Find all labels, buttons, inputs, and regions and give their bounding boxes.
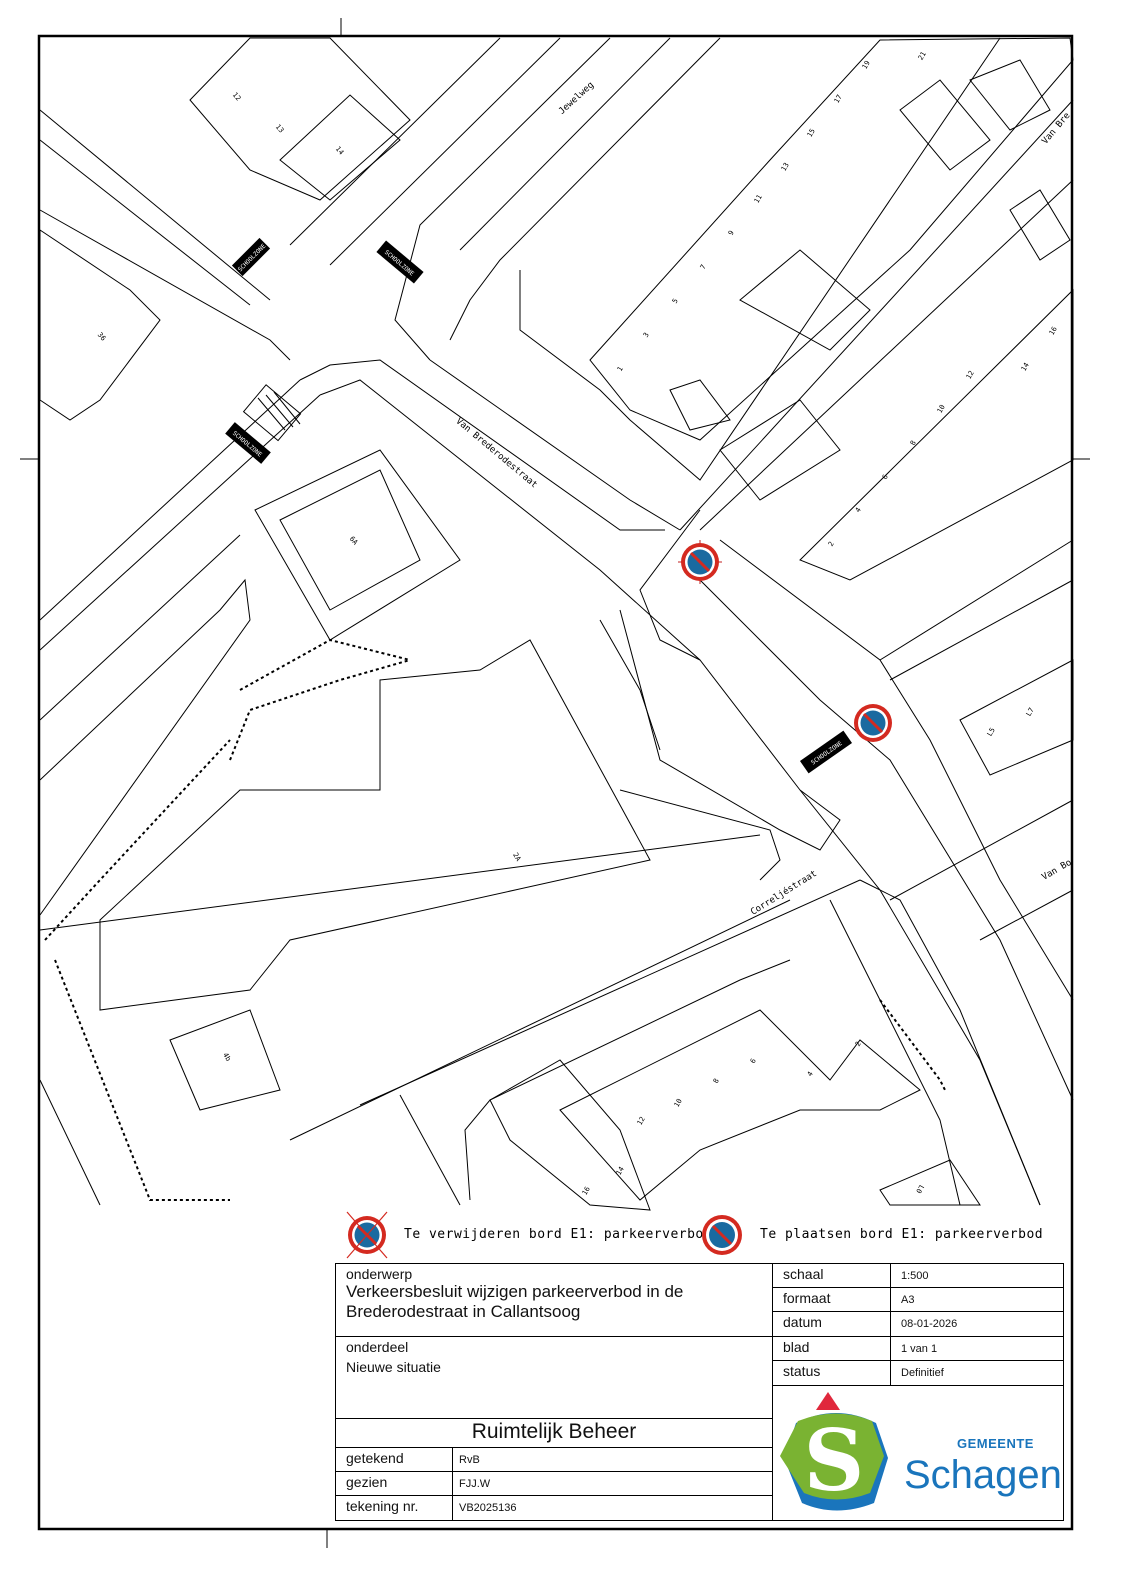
- house-number: 13: [780, 161, 791, 172]
- schaal-label: schaal: [772, 1263, 891, 1288]
- logo-schagen-text: Schagen: [904, 1453, 1062, 1497]
- crop-marks: [20, 18, 1090, 1548]
- house-number: L5: [986, 726, 997, 737]
- remove-sign-icon: [346, 1211, 388, 1259]
- house-number: 17: [833, 93, 844, 104]
- house-number: 2: [827, 540, 836, 548]
- house-number: 5: [671, 297, 680, 305]
- tekening-label: tekening nr.: [335, 1495, 453, 1521]
- buildings: [39, 37, 1074, 1211]
- onderwerp-label: onderwerp: [346, 1266, 413, 1282]
- svg-text:S: S: [804, 1411, 865, 1510]
- department: Ruimtelijk Beheer: [335, 1418, 773, 1448]
- formaat-label: formaat: [772, 1287, 891, 1312]
- house-number: 16: [581, 1185, 592, 1196]
- house-number: 4b: [221, 1051, 232, 1062]
- house-number: 10: [936, 403, 947, 414]
- status-value: Definitief: [890, 1360, 1064, 1386]
- house-number: 8: [712, 1077, 721, 1085]
- house-number: 14: [1020, 361, 1031, 372]
- house-number: 16: [1048, 325, 1059, 336]
- house-number: 36: [96, 331, 108, 343]
- street-label: Jewelweg: [557, 80, 596, 116]
- house-number: 6: [881, 473, 890, 481]
- legend-remove-label: Te verwijderen bord E1: parkeerverbod: [404, 1227, 713, 1242]
- street-label: Correljéstraat: [749, 868, 819, 918]
- formaat-value: A3: [890, 1287, 1064, 1312]
- roads: [39, 37, 1074, 1206]
- onderdeel-value: Nieuwe situatie: [346, 1359, 441, 1375]
- sign-parkeerverbod-2: [854, 704, 892, 742]
- school-zone-markings: [225, 237, 853, 774]
- datum-label: datum: [772, 1311, 891, 1337]
- place-sign-icon: [702, 1215, 742, 1255]
- house-number: 6A: [348, 535, 360, 547]
- schaal-value: 1:500: [890, 1263, 1064, 1288]
- status-label: status: [772, 1360, 891, 1386]
- street-label: Van Bre: [1040, 111, 1072, 146]
- datum-value: 08-01-2026: [890, 1311, 1064, 1337]
- house-number: 4: [806, 1070, 815, 1078]
- house-number: 15: [806, 127, 817, 138]
- house-number: 19: [861, 59, 872, 70]
- onderwerp-title-2: Brederodestraat in Callantsoog: [346, 1302, 581, 1321]
- house-number: 13: [274, 123, 286, 135]
- sign-parkeerverbod-1: [678, 540, 722, 584]
- house-number: 2: [854, 1040, 863, 1048]
- house-number: 1: [616, 365, 625, 373]
- onderdeel-cell: onderdeel Nieuwe situatie: [335, 1336, 773, 1419]
- house-number: L0: [914, 1183, 925, 1194]
- onderwerp-cell: onderwerp Verkeersbesluit wijzigen parke…: [335, 1263, 773, 1337]
- blad-label: blad: [772, 1336, 891, 1361]
- logo-gemeente-text: GEMEENTE: [957, 1436, 1034, 1451]
- house-number: 14: [615, 1165, 626, 1176]
- drawing-frame: [37, 34, 1074, 1531]
- street-label: Van Bo: [1040, 858, 1073, 883]
- gemeente-schagen-logo: S: [780, 1392, 888, 1511]
- house-number: L7: [1025, 706, 1036, 717]
- house-number: 6: [749, 1057, 758, 1065]
- gezien-value: FJJ.W: [452, 1471, 773, 1496]
- house-number: 4: [854, 506, 863, 514]
- house-number: 7: [699, 263, 708, 271]
- legend-place-label: Te plaatsen bord E1: parkeerverbod: [760, 1227, 1044, 1242]
- house-number: 11: [753, 193, 764, 204]
- house-number: 2A: [511, 851, 523, 863]
- house-number: 9: [727, 229, 736, 237]
- getekend-value: RvB: [452, 1447, 773, 1472]
- onderdeel-label: onderdeel: [346, 1339, 409, 1355]
- house-number: 12: [965, 369, 976, 380]
- house-number: 10: [673, 1097, 684, 1108]
- crosswalk: [242, 384, 302, 442]
- hedges: [44, 638, 946, 1201]
- house-number: 8: [909, 439, 918, 447]
- getekend-label: getekend: [335, 1447, 453, 1472]
- logo-cell: [772, 1385, 1064, 1521]
- gezien-label: gezien: [335, 1471, 453, 1496]
- house-number: 21: [917, 50, 928, 61]
- house-number: 12: [636, 1115, 647, 1126]
- tekening-value: VB2025136: [452, 1495, 773, 1521]
- house-number: 14: [334, 145, 346, 157]
- onderwerp-title-1: Verkeersbesluit wijzigen parkeerverbod i…: [346, 1282, 684, 1301]
- house-number: 3: [642, 331, 651, 339]
- blad-value: 1 van 1: [890, 1336, 1064, 1361]
- house-number: 12: [231, 91, 243, 103]
